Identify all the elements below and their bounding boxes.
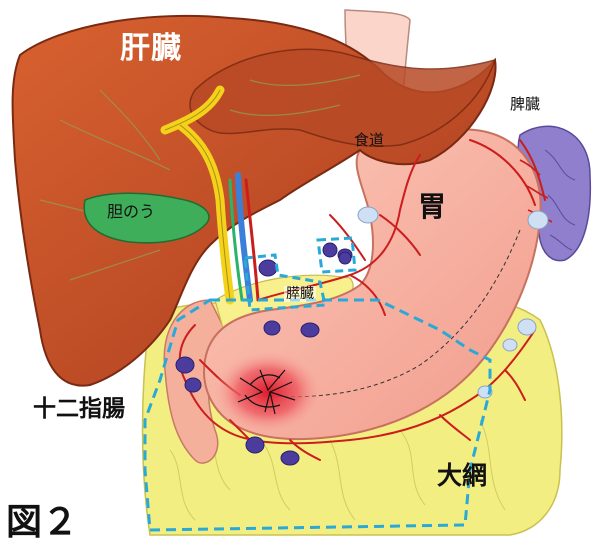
label-duodenum: 十二指腸: [33, 398, 125, 421]
label-stomach: 胃: [418, 193, 446, 221]
label-greater-omentum: 大網: [437, 463, 487, 488]
label-esophagus: 食道: [354, 133, 384, 148]
label-spleen: 脾臓: [510, 97, 540, 112]
tumor: [213, 350, 323, 434]
label-pancreas: 膵臓: [284, 286, 316, 302]
figure-caption: 図２: [6, 505, 78, 541]
label-liver: 肝臓: [120, 34, 182, 64]
label-gallbladder: 胆のう: [107, 204, 155, 220]
